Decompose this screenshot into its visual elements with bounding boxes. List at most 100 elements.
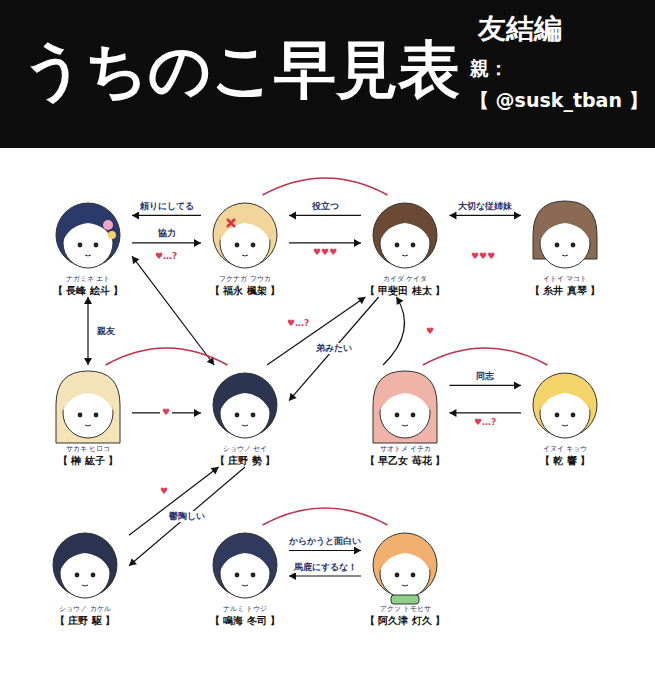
arrow-head bbox=[396, 297, 403, 305]
name-reading: ショウノ セイ bbox=[223, 445, 267, 454]
name-label: 【 糸井 真琴 】 bbox=[530, 284, 600, 297]
mouth bbox=[562, 425, 568, 426]
hair-bangs bbox=[380, 379, 430, 411]
name-reading: ナガミネ エト bbox=[66, 275, 110, 284]
arrow-head bbox=[289, 211, 296, 219]
relation-arrow bbox=[289, 211, 361, 219]
edge-label: 頼りにしてる bbox=[138, 201, 196, 212]
pair-arc bbox=[263, 178, 388, 195]
eye bbox=[235, 243, 240, 248]
edge-label: ♥ bbox=[158, 486, 170, 497]
arrow-head bbox=[354, 239, 361, 247]
edge-label: 大切な従姉妹 bbox=[456, 201, 514, 212]
name-reading: サカキ ヒロコ bbox=[66, 445, 110, 454]
name-label: 【 庄野 勢 】 bbox=[215, 454, 275, 467]
name-reading: アクツ トモヒサ bbox=[380, 605, 431, 614]
edge-label: ♥…? bbox=[285, 318, 311, 329]
mouth bbox=[82, 585, 88, 586]
edge-label: ♥…? bbox=[472, 417, 498, 428]
character-node: イヌイ キョウ【 乾 響 】 bbox=[521, 365, 609, 467]
connector-line bbox=[449, 385, 521, 386]
name-label: 【 長峰 絵斗 】 bbox=[53, 284, 123, 297]
arrow-head bbox=[449, 409, 456, 417]
edge-label: ♥ bbox=[160, 407, 172, 418]
hair-back bbox=[56, 203, 120, 267]
character-face bbox=[525, 365, 605, 445]
connector-line bbox=[383, 297, 404, 365]
edge-label: 鬱陶しい bbox=[167, 511, 207, 522]
hair-back bbox=[213, 533, 277, 597]
mouth bbox=[402, 255, 408, 256]
connector-line bbox=[449, 412, 521, 413]
hair-back bbox=[373, 533, 437, 597]
hair-bangs bbox=[380, 209, 430, 241]
name-reading: カイダ ケイタ bbox=[383, 275, 427, 284]
edge-label: 馬鹿にするな！ bbox=[292, 562, 359, 573]
arrow-head bbox=[132, 211, 139, 219]
mouth bbox=[242, 585, 248, 586]
pair-arc bbox=[263, 508, 388, 525]
hair-back bbox=[213, 203, 277, 267]
hair-flower bbox=[108, 231, 116, 239]
character-node: ナルミ トウジ【 鳴海 冬司 】 bbox=[201, 525, 289, 627]
mouth bbox=[242, 255, 248, 256]
character-node: アクツ トモヒサ【 阿久津 灯久 】 bbox=[361, 525, 449, 627]
edge-label: 役立つ bbox=[310, 201, 341, 212]
character-node: カイダ ケイタ【 甲斐田 桂太 】 bbox=[361, 195, 449, 297]
hair-bangs bbox=[220, 379, 270, 411]
note-label: ♥♥♥ bbox=[471, 252, 495, 262]
eye bbox=[555, 243, 560, 248]
relation-arrow bbox=[449, 409, 521, 417]
connector-line bbox=[263, 178, 388, 195]
hair-back bbox=[373, 203, 437, 267]
connector-line bbox=[132, 242, 201, 243]
name-reading: ナルミ トウジ bbox=[223, 605, 267, 614]
eye bbox=[78, 413, 83, 418]
hair-bangs bbox=[220, 209, 270, 241]
relation-arrow bbox=[84, 297, 92, 365]
arrow-head bbox=[289, 393, 297, 401]
arrow-head bbox=[514, 381, 521, 389]
arrow-head bbox=[132, 256, 139, 264]
relation-arrow bbox=[289, 297, 379, 401]
mouth bbox=[242, 425, 248, 426]
eye bbox=[94, 243, 99, 248]
name-label: 【 庄野 駆 】 bbox=[55, 614, 115, 627]
mouth bbox=[85, 425, 91, 426]
arrow-head bbox=[514, 211, 521, 219]
edge-label: 親友 bbox=[95, 326, 117, 337]
note-label: ♥…? bbox=[155, 252, 177, 262]
connector-line bbox=[289, 297, 379, 401]
eye bbox=[411, 243, 416, 248]
character-node: フクナガ フウカ【 福永 楓架 】 bbox=[201, 195, 289, 297]
eye bbox=[235, 573, 240, 578]
character-face bbox=[45, 525, 125, 605]
eye bbox=[571, 243, 576, 248]
arrow-head bbox=[449, 211, 456, 219]
hair-bangs bbox=[63, 209, 113, 241]
connector-line bbox=[423, 348, 547, 365]
eye bbox=[555, 413, 560, 418]
arrow-head bbox=[129, 558, 137, 566]
character-face bbox=[205, 365, 285, 445]
name-reading: ショウノ カケル bbox=[59, 605, 110, 614]
relation-arrow bbox=[383, 297, 404, 365]
character-node: サオトメ イチカ【 早乙女 苺花 】 bbox=[361, 365, 449, 467]
hair-bangs bbox=[60, 539, 110, 571]
name-label: 【 甲斐田 桂太 】 bbox=[365, 284, 445, 297]
character-face bbox=[48, 365, 128, 445]
eye bbox=[411, 413, 416, 418]
name-reading: サオトメ イチカ bbox=[380, 445, 431, 454]
eye bbox=[571, 413, 576, 418]
hair-back bbox=[373, 371, 437, 443]
character-node: ナガミネ エト【 長峰 絵斗 】 bbox=[44, 195, 132, 297]
relation-arrow bbox=[449, 211, 521, 219]
name-label: 【 早乙女 苺花 】 bbox=[365, 454, 445, 467]
eye bbox=[395, 413, 400, 418]
name-label: 【 鳴海 冬司 】 bbox=[210, 614, 280, 627]
hair-back bbox=[56, 371, 120, 443]
name-label: 【 福永 楓架 】 bbox=[210, 284, 280, 297]
name-label: 【 阿久津 灯久 】 bbox=[365, 614, 445, 627]
name-reading: イヌイ キョウ bbox=[543, 445, 587, 454]
